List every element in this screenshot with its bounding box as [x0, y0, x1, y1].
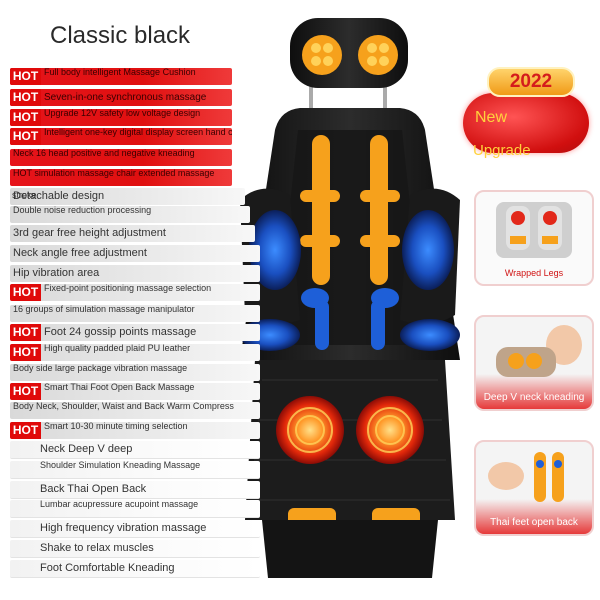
right-vibration-pad: [402, 210, 454, 290]
feature-row: 16 groups of simulation massage manipula…: [10, 305, 260, 322]
feature-text: Body side large package vibration massag…: [13, 364, 188, 373]
feature-text: Body Neck, Shoulder, Waist and Back Warm…: [13, 402, 234, 411]
legs-thumbnail: [496, 202, 572, 258]
feature-text: Detachable design: [13, 190, 105, 202]
left-heat-zone: [276, 396, 344, 464]
feature-row: Foot Comfortable Kneading: [10, 560, 260, 578]
feature-text: Neck angle free adjustment: [13, 247, 147, 259]
feature-text: Full body intelligent Massage Cushion: [44, 68, 196, 77]
feature-row: Shake to relax muscles: [10, 540, 260, 558]
hot-badge: HOT: [10, 344, 41, 361]
feature-text: Upgrade 12V safety low voltage design: [44, 109, 201, 118]
feature-row: Lumbar acupressure acupoint massage: [10, 500, 260, 518]
feature-text: 16 groups of simulation massage manipula…: [13, 305, 195, 314]
feature-row: Shoulder Simulation Kneading Massage: [10, 461, 260, 479]
detail-card-caption: Wrapped Legs: [504, 268, 564, 278]
feature-row: Neck 16 head positive and negative knead…: [10, 149, 232, 166]
feature-row: Double noise reduction processing: [10, 206, 250, 223]
detail-card-legs: Wrapped Legs: [474, 190, 594, 286]
feature-text: Fixed-point positioning massage selectio…: [44, 284, 212, 293]
stroke-label: stroke: [12, 190, 37, 200]
badge-pill: [463, 93, 589, 153]
product-title: Classic black: [50, 22, 191, 49]
feature-row: Back Thai Open Back: [10, 481, 260, 499]
right-heat-zone: [356, 396, 424, 464]
hot-badge: HOT: [10, 109, 41, 126]
badge-year: 2022: [487, 67, 575, 97]
hot-badge: HOT: [10, 422, 41, 439]
new-upgrade-badge: 2022 New Upgrade: [463, 67, 593, 159]
feature-row: High frequency vibration massage: [10, 520, 260, 538]
feature-row: Body Neck, Shoulder, Waist and Back Warm…: [10, 402, 260, 419]
feature-text: Smart 10-30 minute timing selection: [44, 422, 188, 431]
feature-row: 3rd gear free height adjustment: [10, 225, 255, 242]
detail-card-neck: Deep V neck kneading: [474, 315, 594, 411]
hot-badge: HOT: [10, 284, 41, 301]
feature-text: High frequency vibration massage: [40, 522, 207, 534]
neck-thumbnail: [496, 325, 582, 377]
feature-text: Neck 16 head positive and negative knead…: [13, 149, 195, 158]
feature-row: Body side large package vibration massag…: [10, 364, 260, 381]
feature-text: 3rd gear free height adjustment: [13, 227, 166, 239]
detail-card-caption: Deep V neck kneading: [483, 392, 585, 403]
badge-upgrade-text: Upgrade: [473, 142, 531, 159]
hot-badge: HOT: [10, 128, 41, 145]
feet-thumbnail: [488, 452, 564, 502]
hot-badge: HOT: [10, 68, 41, 85]
feature-text: Foot Comfortable Kneading: [40, 562, 175, 574]
feature-text: Back Thai Open Back: [40, 483, 147, 495]
feature-text: High quality padded plaid PU leather: [44, 344, 191, 353]
feature-row: Detachable design: [10, 188, 245, 205]
feature-text: Double noise reduction processing: [13, 206, 152, 215]
detail-card-feet: Thai feet open back: [474, 440, 594, 536]
hot-badge: HOT: [10, 324, 41, 341]
feature-text: Lumbar acupressure acupoint massage: [40, 500, 199, 509]
feature-text: Foot 24 gossip points massage: [44, 326, 197, 338]
left-vibration-pad: [249, 210, 301, 290]
kneading-rollers: [300, 135, 400, 285]
seat-cushion: [245, 360, 455, 520]
feature-text: Smart Thai Foot Open Back Massage: [44, 383, 195, 392]
feature-text: HOT simulation massage chair extended ma…: [13, 169, 215, 178]
feature-text: Seven-in-one synchronous massage: [44, 92, 207, 103]
feature-text: Shake to relax muscles: [40, 542, 154, 554]
feature-text: Neck Deep V deep: [40, 443, 133, 455]
feature-row: Neck Deep V deep: [10, 441, 260, 459]
hot-badge: HOT: [10, 383, 41, 400]
feature-text: Hip vibration area: [13, 267, 100, 279]
hot-badge: HOT: [10, 89, 41, 106]
feature-text: Shoulder Simulation Kneading Massage: [40, 461, 201, 470]
feature-row: Hip vibration area: [10, 265, 260, 282]
detail-card-caption: Thai feet open back: [490, 517, 578, 528]
badge-new-text: New: [475, 109, 508, 126]
feature-text: Intelligent one-key digital display scre…: [44, 128, 232, 137]
feature-row: HOT simulation massage chair extended ma…: [10, 169, 232, 186]
feature-row: Neck angle free adjustment: [10, 245, 260, 262]
